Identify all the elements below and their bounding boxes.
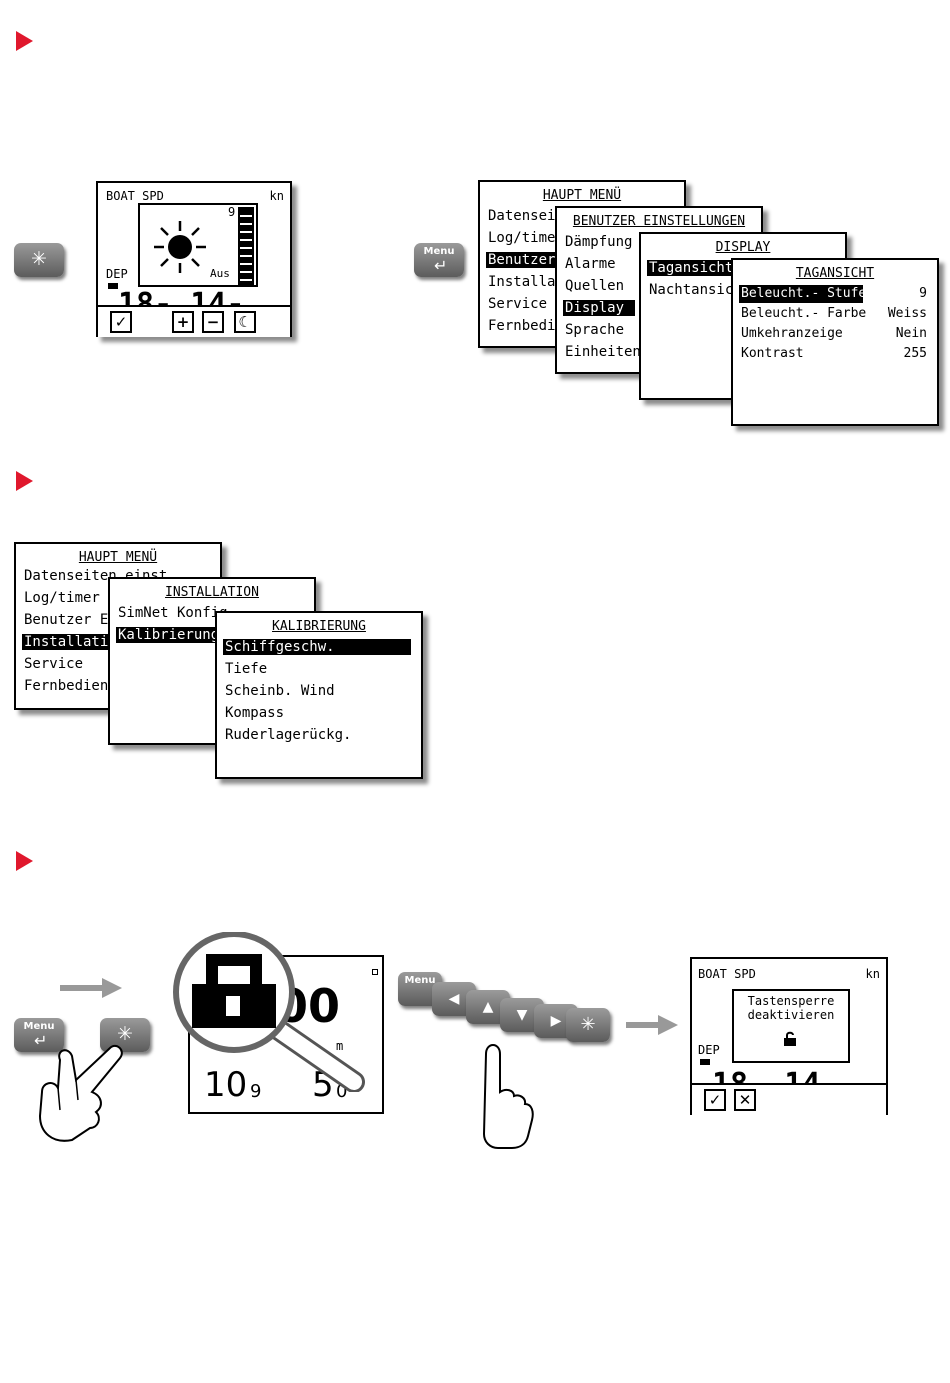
menu-item[interactable]: Installati <box>488 274 573 290</box>
tagansicht-screen: TAGANSICHT Beleucht.- Stufe 9 Beleucht.-… <box>731 258 939 426</box>
screen-title: BOAT SPD <box>698 967 756 981</box>
menu-item[interactable]: SimNet Konfig <box>118 605 228 621</box>
menu-item[interactable]: Kompass <box>225 705 285 721</box>
value-1: 10 <box>204 1065 248 1105</box>
screen-unit: kn <box>865 967 880 981</box>
menu-item[interactable]: Einheiten <box>565 344 641 360</box>
unit-label: m <box>336 1039 344 1053</box>
menu-item[interactable]: Quellen <box>565 278 625 294</box>
menu-item[interactable]: Sprache <box>565 322 625 338</box>
menu-item[interactable]: Log/timer <box>24 590 100 606</box>
big-number: 18- 14-. <box>712 1063 857 1083</box>
menu-item[interactable]: Service <box>488 296 548 312</box>
backlight-popup: 9 Aus <box>138 203 258 287</box>
setting-value: 9 <box>919 286 927 301</box>
unlock-icon <box>784 1031 796 1046</box>
check-button[interactable]: ✓ <box>110 311 132 333</box>
plus-button[interactable]: + <box>172 311 194 333</box>
setting-label[interactable]: Beleucht.- Stufe <box>741 286 867 301</box>
level-max: 9 <box>228 205 236 219</box>
arrow-icon <box>60 978 122 998</box>
section-3-bullet <box>16 851 33 871</box>
menu-item[interactable]: Alarme <box>565 256 616 272</box>
nav-light-key[interactable]: ✳ <box>566 1008 610 1042</box>
screen-title: BOAT SPD <box>106 189 164 203</box>
kalibrierung-screen: KALIBRIERUNG Schiffgeschw. Tiefe Scheinb… <box>215 611 423 779</box>
value-1-decimal: 9 <box>250 1081 262 1102</box>
setting-label[interactable]: Beleucht.- Farbe <box>741 306 867 321</box>
kalibrierung-title: KALIBRIERUNG <box>272 619 366 634</box>
menu-item-selected[interactable]: Schiffgeschw. <box>223 639 411 655</box>
boatspd-screen: BOAT SPD kn 9 Aus DEP 18- 14-. ✓ + − ☾ <box>96 181 292 337</box>
sun-icon <box>154 221 206 273</box>
setting-value: 255 <box>903 346 927 361</box>
sun-icon: ✳ <box>31 248 47 270</box>
menu-key[interactable]: Menu ↵ <box>414 243 464 277</box>
menu-item[interactable]: Dämpfung <box>565 234 633 250</box>
setting-value: Nein <box>895 326 927 341</box>
dep-icon <box>700 1059 710 1065</box>
sun-icon: ✳ <box>117 1023 133 1045</box>
menu-key[interactable]: Menu ↵ <box>14 1018 64 1052</box>
cancel-button[interactable]: ✕ <box>734 1089 756 1111</box>
dep-label: DEP <box>106 267 128 281</box>
check-button[interactable]: ✓ <box>704 1089 726 1111</box>
menu-item[interactable]: Nachtansic <box>649 282 734 298</box>
menu-item-selected[interactable]: Tagansicht <box>647 260 736 276</box>
menu-key-label: Menu <box>423 246 455 257</box>
menu-item[interactable]: Log/timer <box>488 230 564 246</box>
level-bar <box>238 207 254 285</box>
menu-key-label: Menu <box>23 1021 55 1032</box>
magnifier-lock-icon <box>173 932 365 1092</box>
arrow-icon <box>626 1015 678 1035</box>
installation-title: INSTALLATION <box>165 585 259 600</box>
screen-unit: kn <box>269 189 284 203</box>
popup-line-2: deaktivieren <box>747 1008 835 1022</box>
section-1-bullet <box>16 31 33 51</box>
row-highlight <box>739 285 863 303</box>
menu-item[interactable]: Ruderlagerückg. <box>225 727 352 743</box>
dep-label: DEP <box>698 1043 720 1057</box>
menu-item[interactable]: Fernbedien <box>24 678 109 694</box>
light-key[interactable]: ✳ <box>100 1018 150 1052</box>
setting-label[interactable]: Kontrast <box>741 346 804 361</box>
tagansicht-title: TAGANSICHT <box>795 266 875 281</box>
light-key[interactable]: ✳ <box>14 243 64 277</box>
dep-icon <box>108 283 118 289</box>
menu-item[interactable]: Tiefe <box>225 661 268 677</box>
enter-icon: ↵ <box>34 1031 48 1050</box>
finger-icon <box>482 1044 534 1149</box>
section-2-bullet <box>16 471 33 491</box>
haupt-menu-title: HAUPT MENÜ <box>78 550 158 565</box>
menu-item-selected[interactable]: Installation <box>22 634 128 650</box>
popup-line-1: Tastensperre <box>747 994 835 1008</box>
moon-button[interactable]: ☾ <box>234 311 256 333</box>
benutzer-title: BENUTZER EINSTELLUNGEN <box>572 214 746 229</box>
menu-item-selected[interactable]: Display <box>563 300 635 316</box>
unlock-screen: BOAT SPD kn Tastensperre deaktivieren DE… <box>690 957 888 1115</box>
value-2-decimal: 0 <box>336 1081 348 1102</box>
enter-icon: ↵ <box>434 256 448 275</box>
level-label: Aus <box>210 267 230 280</box>
menu-item[interactable]: Scheinb. Wind <box>225 683 335 699</box>
setting-label[interactable]: Umkehranzeige <box>741 326 843 341</box>
menu-item[interactable]: Service <box>24 656 84 672</box>
menu-item-selected[interactable]: Kalibrierung <box>116 627 220 643</box>
setting-value: Weiss <box>887 306 927 321</box>
dot-indicator <box>372 969 378 975</box>
hand-icon <box>38 1044 123 1142</box>
menu-item[interactable]: Benutzer E <box>24 612 109 628</box>
menu-item-selected[interactable]: Benutzer <box>486 252 558 268</box>
minus-button[interactable]: − <box>202 311 224 333</box>
unlock-popup: Tastensperre deaktivieren <box>732 989 850 1063</box>
menu-key-label: Menu <box>404 975 436 986</box>
haupt-menu-title: HAUPT MENÜ <box>542 188 622 203</box>
menu-item[interactable]: Fernbedi <box>488 318 556 334</box>
display-title: DISPLAY <box>715 240 771 255</box>
big-number: 18- 14-. <box>118 287 263 305</box>
